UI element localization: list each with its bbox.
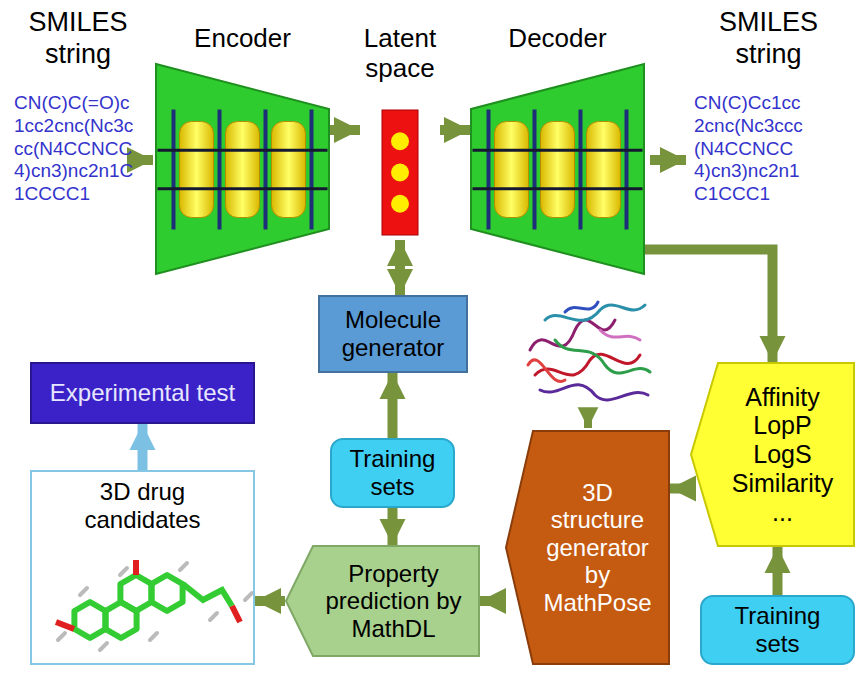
process-box: Molecule generator [318,295,468,373]
flow-arrow [440,125,470,135]
node-label: Affinity LopP LogS Similarity ... [724,383,842,527]
node-label: Training sets [723,602,833,657]
smiles-text: CN(C)C(=O)c1cc2cnc(Nc3ccc(N4CCNCC4)cn3)n… [14,92,134,206]
flow-arrow [773,547,783,595]
data-box: Training sets [330,438,455,508]
protein-ribbon [528,302,650,400]
flow-arrow [388,373,398,438]
latent-vector: Latent space [360,20,440,240]
process-arrow-box: 3D structure generator by MathPose [505,430,670,665]
result-box: Experimental test [30,362,255,424]
column-heading: SMILES string [686,6,851,71]
block-title: Decoder [508,24,606,54]
encoder-block: Encoder [155,20,330,275]
node-label: 3D structure generator by MathPose [533,479,662,617]
flow-arrow [388,508,398,545]
node-label: Training sets [338,445,447,500]
node-shape [470,20,645,275]
flow-arrow [255,596,285,606]
flow-arrow [480,596,505,606]
flow-arrow [645,250,773,363]
decoder-block: Decoder [470,20,645,275]
node-label: Molecule generator [328,306,458,361]
flow-arrow [138,424,148,470]
flow-arrow [670,484,690,494]
flow-arrow [330,125,360,135]
flow-arrow [395,240,405,295]
property-arrow-box: Affinity LopP LogS Similarity ... [690,362,855,547]
node-label: Property prediction by MathDL [315,560,472,643]
flow-arrow [136,155,153,165]
column-heading: SMILES string [8,6,148,71]
smiles-text: CN(C)Cc1cc2cnc(Nc3ccc(N4CCNCC4)cn3)nc2n1… [694,92,806,206]
node-shape [155,20,330,275]
block-title: Latent space [364,24,436,84]
block-title: Encoder [194,24,291,54]
flow-arrow [650,155,686,165]
candidate-panel: 3D drug candidates [30,470,255,665]
node-label: 3D drug candidates [68,478,218,533]
node-label: Experimental test [50,379,235,407]
process-arrow-box: Property prediction by MathDL [285,545,480,657]
flow-arrow [584,408,592,428]
molecule-model [56,560,252,650]
data-box: Training sets [700,595,855,665]
